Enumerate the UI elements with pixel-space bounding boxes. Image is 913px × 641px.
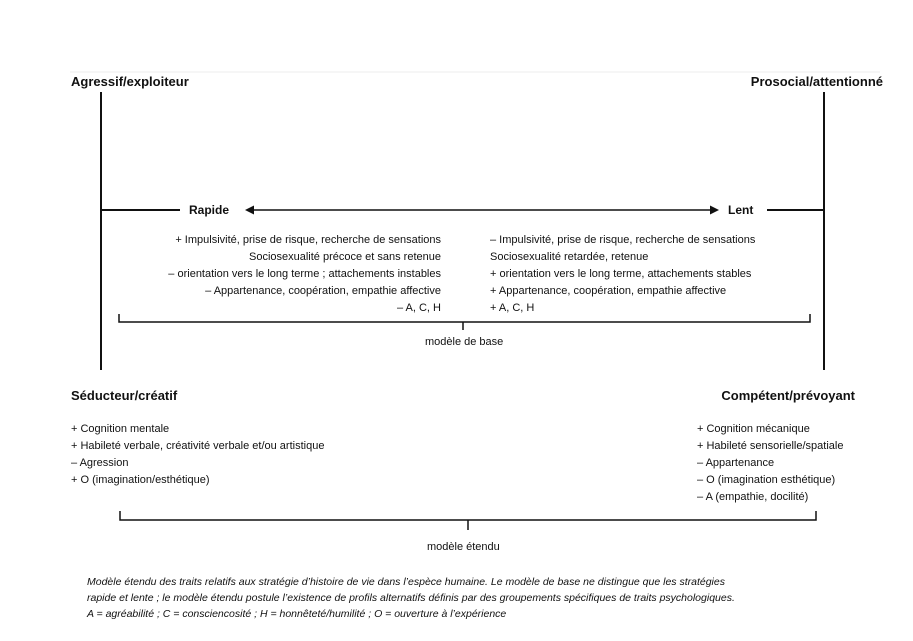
slow-trait: – Impulsivité, prise de risque, recherch… [490,234,756,246]
competent-trait: – A (empathie, docilité) [697,491,809,503]
creative-trait: – Agression [71,457,129,469]
slow-trait: + orientation vers le long terme, attach… [490,268,752,280]
caption-line: A = agréabilité ; C = consciencosité ; H… [87,608,507,620]
pole-top-right: Prosocial/attentionné [750,74,883,89]
creative-trait: + Habileté verbale, créativité verbale e… [71,440,325,452]
fast-trait: – orientation vers le long terme ; attac… [168,268,441,280]
pole-top-left: Agressif/exploiteur [71,74,189,89]
creative-trait: + Cognition mentale [71,423,170,435]
base-model-brace [118,314,811,330]
fast-trait: + Impulsivité, prise de risque, recherch… [175,234,441,246]
competent-trait: + Cognition mécanique [697,423,810,435]
slow-trait: Sociosexualité retardée, retenue [490,251,649,263]
creative-trait: + O (imagination/esthétique) [71,474,210,486]
competent-traits-list: + Cognition mécanique + Habileté sensori… [697,421,843,506]
caption-line: rapide et lente ; le modèle étendu postu… [87,592,735,604]
competent-trait: + Habileté sensorielle/spatiale [697,440,844,452]
label-slow: Lent [728,203,754,217]
competent-trait: – O (imagination esthétique) [697,474,836,486]
figure-caption: Modèle étendu des traits relatifs aux st… [87,574,735,622]
pole-bottom-right: Compétent/prévoyant [721,388,855,403]
arrow-head-left [245,205,254,215]
arrow-head-right [710,205,719,215]
creative-traits-list: + Cognition mentale + Habileté verbale, … [71,421,324,489]
fast-trait: Sociosexualité précoce et sans retenue [248,251,441,263]
slow-traits-list: – Impulsivité, prise de risque, recherch… [490,232,755,317]
competent-trait: – Appartenance [697,457,775,469]
slow-trait: + Appartenance, coopération, empathie af… [490,285,727,297]
extended-model-label: modèle étendu [427,541,500,553]
caption-line: Modèle étendu des traits relatifs aux st… [87,576,725,588]
label-fast: Rapide [189,203,230,217]
slow-trait: + A, C, H [490,302,535,314]
fast-trait: – Appartenance, coopération, empathie af… [205,285,441,297]
extended-model-brace [119,511,817,530]
fast-traits-list: + Impulsivité, prise de risque, recherch… [168,232,441,317]
fast-trait: – A, C, H [396,302,441,314]
base-model-label: modèle de base [425,336,504,348]
pole-bottom-left: Séducteur/créatif [71,388,178,403]
